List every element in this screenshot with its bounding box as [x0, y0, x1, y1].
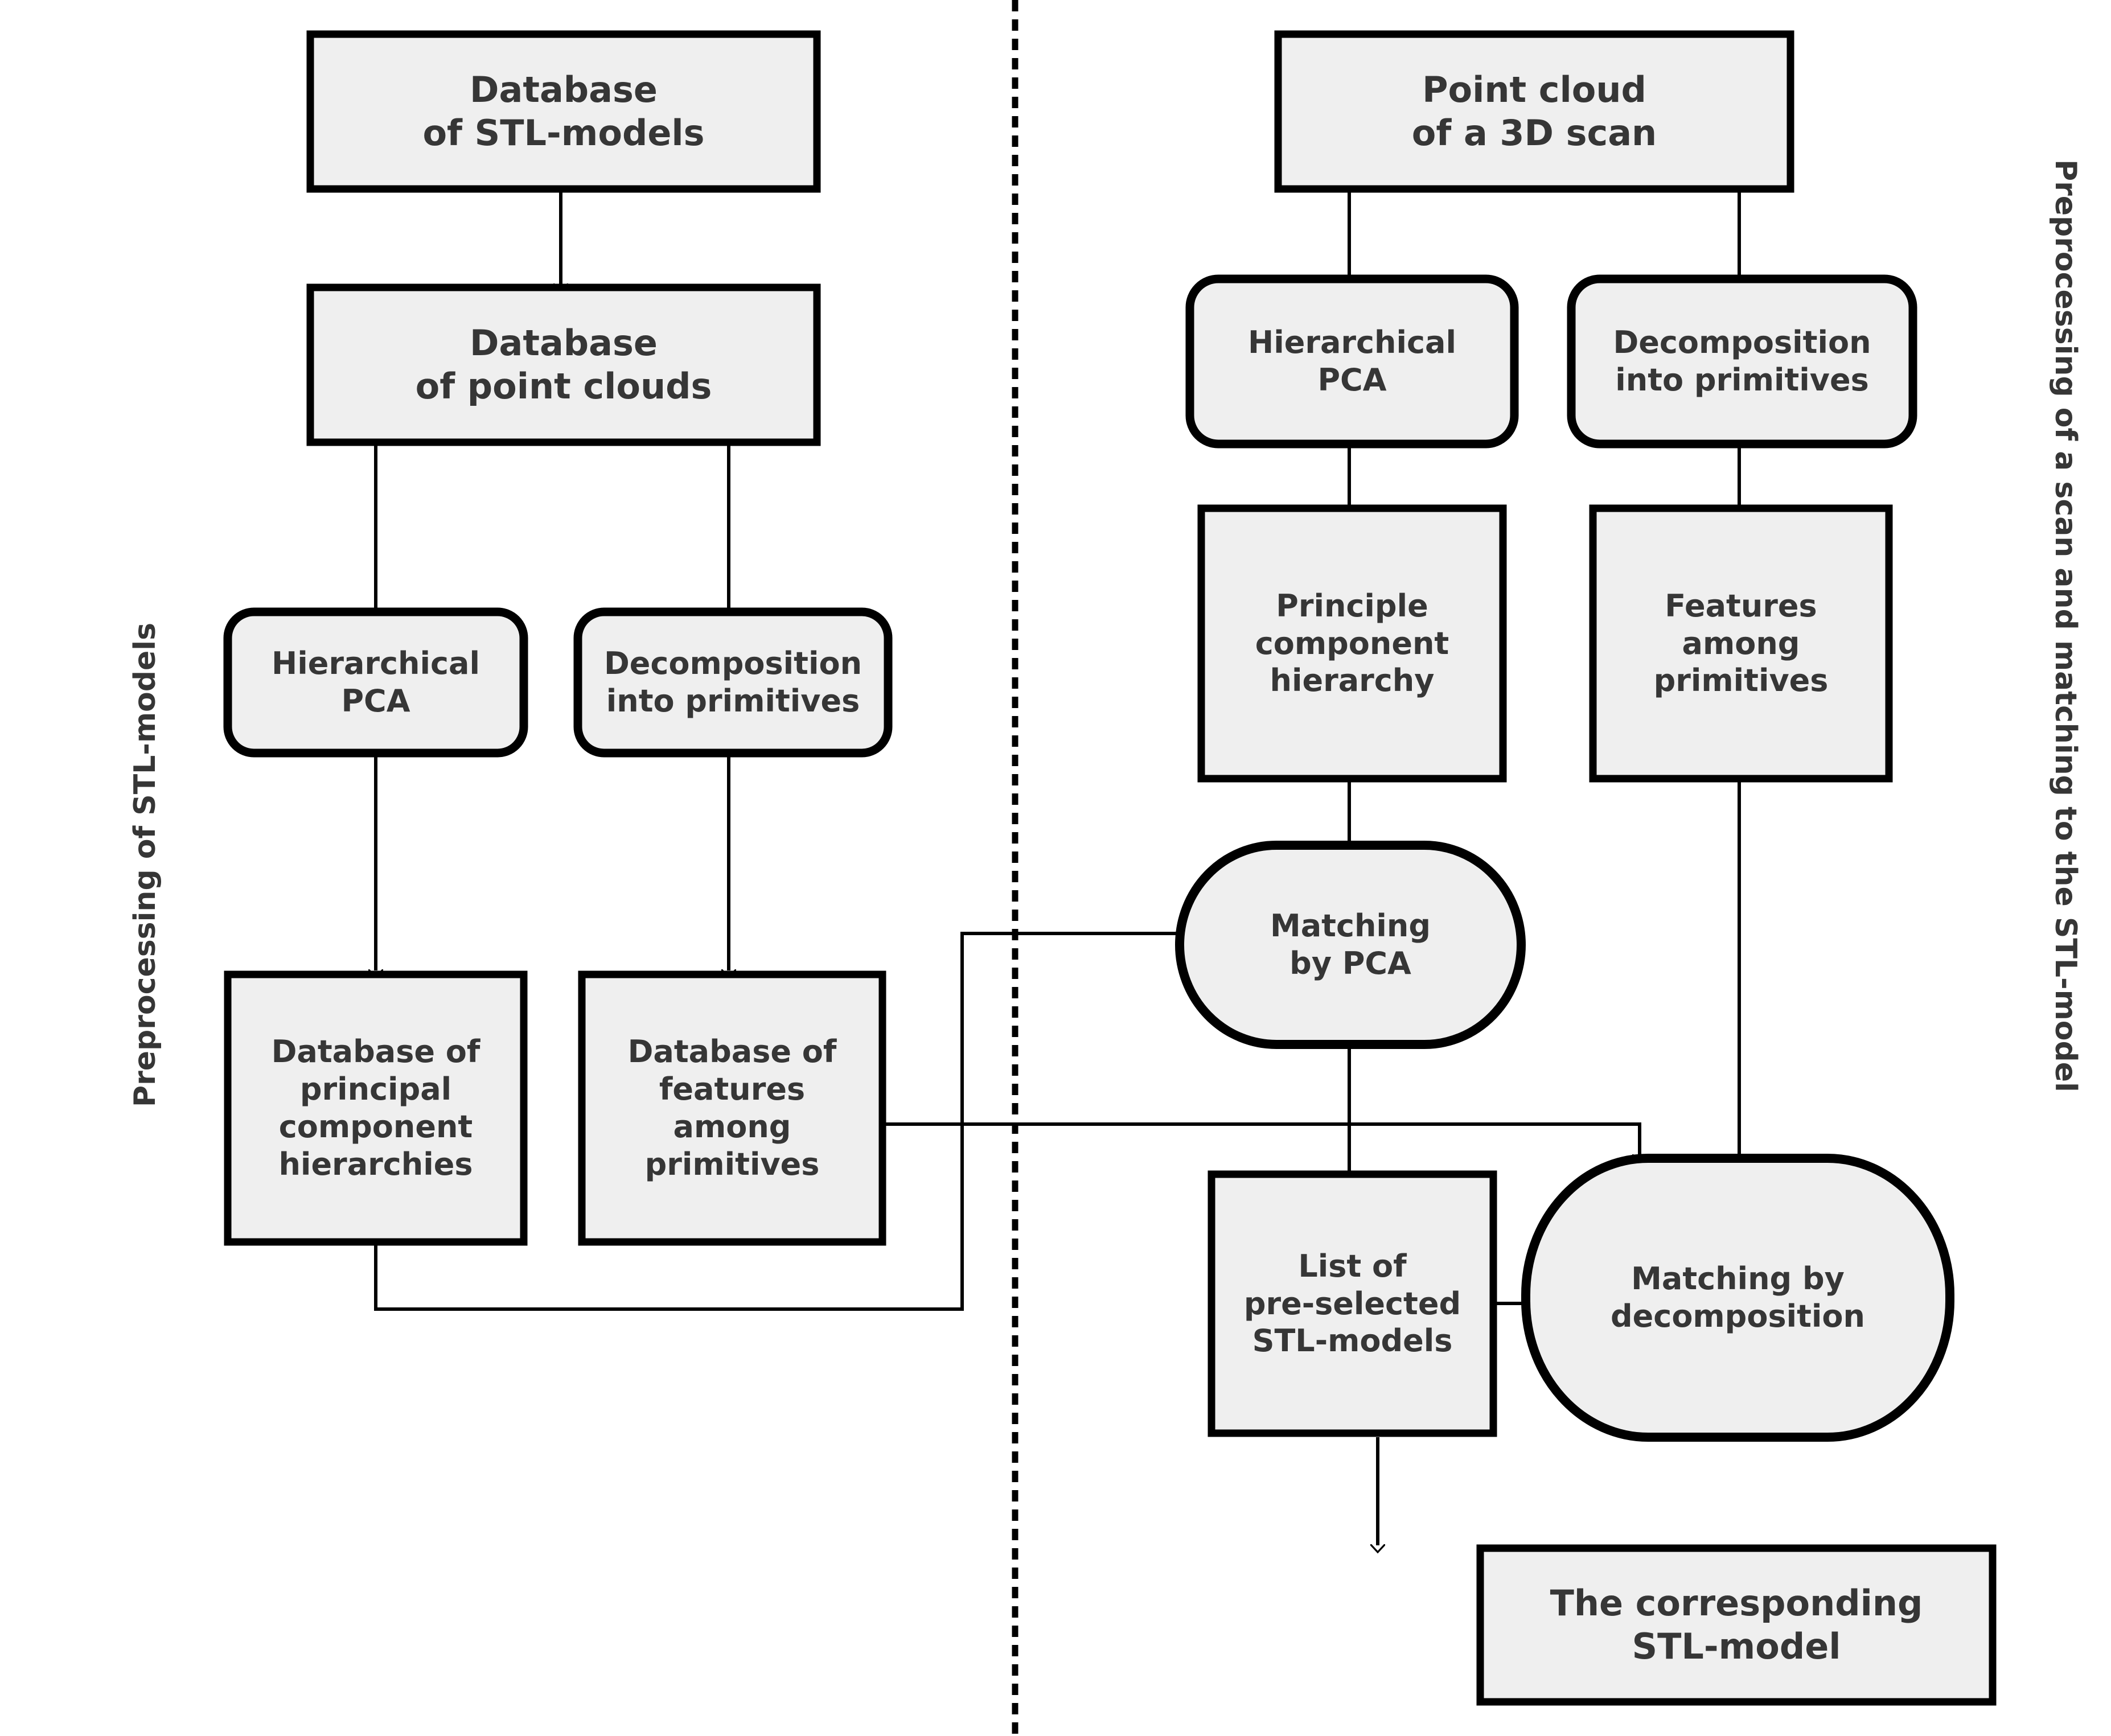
node-matching-by-pca[interactable] [1175, 841, 1526, 1049]
node-principle-component-hierarchy[interactable] [1197, 504, 1507, 783]
node-hierarchical-pca-right[interactable] [1185, 274, 1519, 449]
node-hierarchical-pca-left[interactable] [223, 607, 528, 758]
node-db-stl-models[interactable] [306, 30, 821, 193]
node-db-principal-component-hierarchies[interactable] [224, 970, 528, 1246]
node-corresponding-stl-model[interactable] [1476, 1544, 1997, 1706]
node-list-of-preselected-stl-models[interactable] [1208, 1170, 1497, 1437]
section-label-right: Preprocessing of a scan and matching to … [2048, 159, 2083, 1092]
node-point-cloud-of-3d-scan[interactable] [1274, 30, 1794, 193]
edge-dbfeat-to-matchdecomp [882, 1122, 1640, 1155]
node-db-point-clouds[interactable] [306, 283, 821, 446]
node-matching-by-decomposition[interactable] [1521, 1154, 1954, 1442]
section-label-left: Preprocessing of STL-models [128, 622, 162, 1107]
node-db-features-among-primitives[interactable] [578, 970, 886, 1246]
edge-dbpch-to-matchpca [374, 933, 1180, 1311]
node-decomposition-right[interactable] [1567, 274, 1917, 449]
node-decomposition-left[interactable] [573, 607, 893, 758]
edge-group [376, 189, 1739, 1545]
node-features-among-primitives[interactable] [1589, 504, 1893, 783]
